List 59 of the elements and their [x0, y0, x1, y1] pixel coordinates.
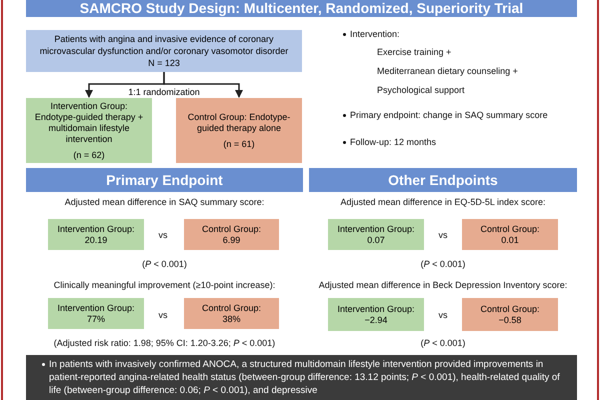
- box-text: 6.99: [222, 234, 240, 246]
- box-text: 77%: [86, 314, 105, 324]
- box-text: Intervention Group:: [337, 304, 415, 314]
- population-box: [26, 30, 302, 72]
- label-text: vs: [158, 309, 168, 321]
- box-text: Intervention Group:: [57, 302, 135, 314]
- box-text: Control Group:: [480, 304, 540, 314]
- control-box: [184, 219, 279, 250]
- section-header: [26, 168, 303, 192]
- intervention-box: [328, 298, 424, 331]
- box-text: 20.19: [84, 234, 108, 246]
- box-text: −0.58: [498, 314, 522, 326]
- label-text: vs: [438, 229, 448, 241]
- box-text: Control Group: Endotype-guided therapy alone: [186, 112, 292, 134]
- intervention-box: [48, 298, 144, 329]
- intervention-box: [26, 98, 152, 163]
- box-text: 38%: [222, 314, 240, 324]
- label-text: Clinically meaningful improvement (≥10-point increase):: [54, 279, 276, 291]
- label-text: (P < 0.001): [420, 258, 466, 270]
- box-text: Intervention Group:: [337, 224, 415, 234]
- control-box: [462, 298, 558, 331]
- label-text: Adjusted mean difference in EQ-5D-5L index score:: [340, 196, 546, 208]
- box-text: Control Group:: [202, 224, 262, 234]
- box-text: Patients with angina and invasive evidence of coronary microvascular dysfunction and/or coronary vasomotor disorder: [38, 33, 290, 57]
- label-text: Follow-up: 12 months: [350, 136, 436, 148]
- intervention-box: [328, 219, 424, 250]
- title-bar: SAMCRO Study Design: Multicenter, Randomized, Superiority Trial: [26, 0, 577, 17]
- box-text: (n = 61): [223, 138, 255, 150]
- label-text: vs: [158, 229, 168, 241]
- label-text: Adjusted mean difference in Beck Depression Inventory score:: [318, 279, 568, 291]
- label-text: Primary endpoint: change in SAQ summary score: [350, 109, 548, 121]
- arrow: [163, 72, 243, 98]
- control-box: [176, 98, 302, 163]
- box-text: 0.01: [501, 234, 519, 246]
- intervention-box: [48, 219, 144, 250]
- label-text: Adjusted mean difference in SAQ summary score:: [64, 196, 264, 208]
- box-text: Control Group:: [202, 302, 262, 314]
- label-text: Psychological support: [377, 84, 465, 96]
- box-text: Control Group:: [480, 224, 540, 234]
- box-text: N = 123: [148, 57, 180, 69]
- section-header: [309, 168, 577, 192]
- label-text: vs: [438, 309, 448, 321]
- control-box: [462, 219, 558, 250]
- box-text: (n = 62): [73, 150, 105, 160]
- box-text: Intervention Group:: [57, 224, 135, 234]
- summary-box: [26, 355, 577, 400]
- summary-text: In patients with invasively confirmed ANOCA, a structured multidomain lifestyle intervention provided improvements in patient-reported angina-related health status (between-group difference: 13.12 points; P < 0.001), health-related quality of life (between-group difference: 0.06; P < 0.001), and depressive: [49, 358, 561, 398]
- control-box: [184, 298, 279, 329]
- box-text: 0.07: [367, 234, 385, 246]
- label-text: (Adjusted risk ratio: 1.98; 95% CI: 1.20-3.26; P < 0.001): [54, 337, 276, 349]
- box-text: Intervention Group: Endotype-guided therapy + multidomain lifestyle intervention: [34, 100, 144, 144]
- label-text: Intervention:: [350, 28, 400, 40]
- section-title: Other Endpoints: [388, 170, 498, 190]
- label-text: (P < 0.001): [420, 337, 466, 349]
- label-text: (P < 0.001): [142, 258, 187, 270]
- section-title: Primary Endpoint: [106, 170, 223, 190]
- label-text: Exercise training +: [377, 46, 452, 58]
- box-text: −2.94: [364, 314, 388, 326]
- label-text: Mediterranean dietary counseling +: [377, 65, 518, 77]
